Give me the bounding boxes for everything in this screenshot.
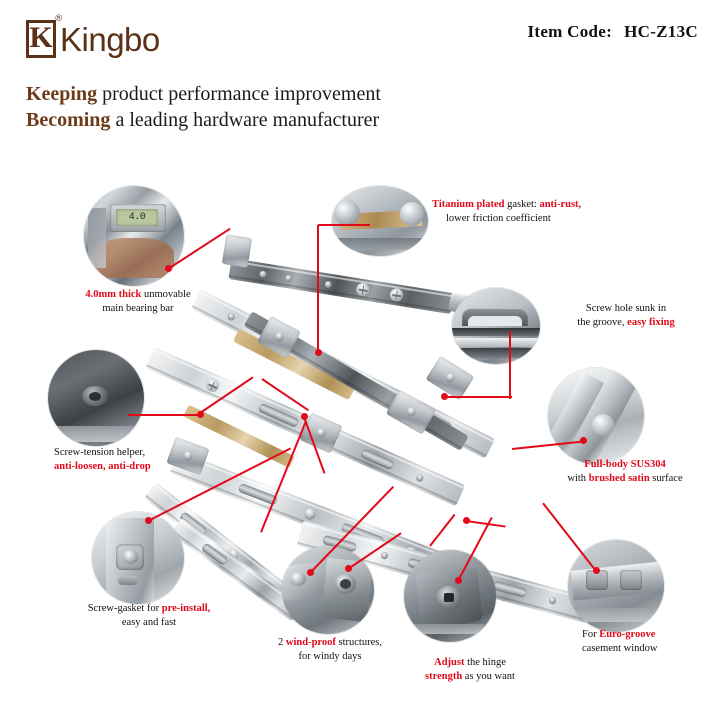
annotation-screw-gasket-line1: Screw-gasket for pre-install, [87,603,211,614]
leader-dot-tension [197,411,204,418]
annotation-adjust-strength: Adjust the hinge strength as you want [390,656,550,684]
logo-k-glyph: K [29,21,53,54]
slogan-line-2-bold: Becoming [26,108,111,131]
hinge-bracket-upper [221,234,253,268]
annotation-screw-hole-line2: the groove, easy fixing [577,316,675,328]
annotation-tension-helper-line2: anti-loosen, anti-drop [54,460,151,472]
annotation-bearing-bar-line2: main bearing bar [102,302,174,314]
slogan-line-1: Keeping product performance improvement [26,82,381,108]
annotation-screw-gasket: Screw-gasket for pre-install, easy and f… [54,602,244,630]
annotation-wind-proof: 2 wind-proof structures, for windy days [250,636,410,664]
leader-dot-mid-right [463,517,470,524]
annotation-bearing-bar: 4.0mm thick unmovable main bearing bar [58,288,218,316]
slogan-line-1-rest: product performance improvement [97,83,381,105]
slogan-line-1-bold: Keeping [26,83,98,105]
annotation-sus304-line2: with brushed satin surface [567,472,683,484]
leader-dot-caliper [165,265,172,272]
annotation-euro-groove-line2: casement window [582,642,658,654]
detail-photo-titanium-gasket [332,186,428,256]
annotation-sus304: Full-body SUS304 with brushed satin surf… [540,458,710,486]
annotation-wind-proof-line2: for windy days [298,650,362,662]
annotation-tension-helper: Screw-tension helper, anti-loosen, anti-… [54,446,234,474]
slogan-line-2-rest: a leading hardware manufacturer [110,108,380,131]
annotation-screw-hole: Screw hole sunk in the groove, easy fixi… [546,302,706,330]
detail-photo-adjust-strength [404,550,496,642]
annotation-screw-gasket-line2: easy and fast [121,616,177,628]
annotation-titanium-gasket-line1: Titanium plated gasket: anti-rust, [432,199,582,210]
annotation-euro-groove: For Euro-groove casement window [582,628,720,656]
item-code-value: HC-Z13C [624,22,698,41]
slogan-line-2: Becoming a leading hardware manufacturer [26,108,381,134]
detail-photo-caliper-measurement: 4.0 [84,186,184,286]
annotation-adjust-strength-line2: strength as you want [425,670,515,682]
brand-logo: K ® Kingbo [26,13,160,58]
detail-photo-tension-helper [48,350,144,446]
leader-line-screwhole-h [444,396,512,398]
slogan: Keeping product performance improvement … [26,82,381,133]
annotation-screw-hole-line1: Screw hole sunk in [585,303,667,314]
annotation-bearing-bar-line1: 4.0mm thick unmovable [85,289,191,300]
leader-line-screwhole-v [509,331,511,399]
annotation-titanium-gasket-line2: lower friction coefficient [446,212,551,224]
leader-line-gasket-v [317,225,319,353]
annotation-wind-proof-line1: 2 wind-proof structures, [278,637,382,648]
registered-trademark-icon: ® [55,13,62,23]
detail-photo-screw-gasket [92,512,184,604]
annotation-titanium-gasket: Titanium plated gasket: anti-rust, lower… [432,198,652,226]
leader-dot-screwhole [441,393,448,400]
item-code: Item Code: HC-Z13C [527,22,698,42]
leader-dot-eurogroove [593,567,600,574]
leader-dot-windproof-a [307,569,314,576]
leader-dot-windproof-b [345,565,352,572]
hinge-bar-rear-upper [228,258,454,315]
annotation-sus304-line1: Full-body SUS304 [584,459,666,470]
detail-photo-sus304 [548,368,644,464]
annotation-tension-helper-line1: Screw-tension helper, [54,447,146,458]
annotation-euro-groove-line1: For Euro-groove [582,629,656,640]
leader-dot-gasket [315,349,322,356]
leader-line-tension [128,414,200,416]
brand-name: Kingbo [60,20,160,58]
annotation-adjust-strength-line1: Adjust the hinge [434,657,506,668]
leader-dot-adjust [455,577,462,584]
logo-k-mark-icon: K ® [26,13,62,58]
leader-line-gasket-h [318,224,370,226]
leader-dot-sus304 [580,437,587,444]
hinge-pivot-shoe-4 [425,355,475,401]
detail-photo-screw-hole [452,288,540,364]
leader-dot-mid-center [301,413,308,420]
leader-dot-screwgasket [145,517,152,524]
item-code-label: Item Code: [527,22,613,41]
